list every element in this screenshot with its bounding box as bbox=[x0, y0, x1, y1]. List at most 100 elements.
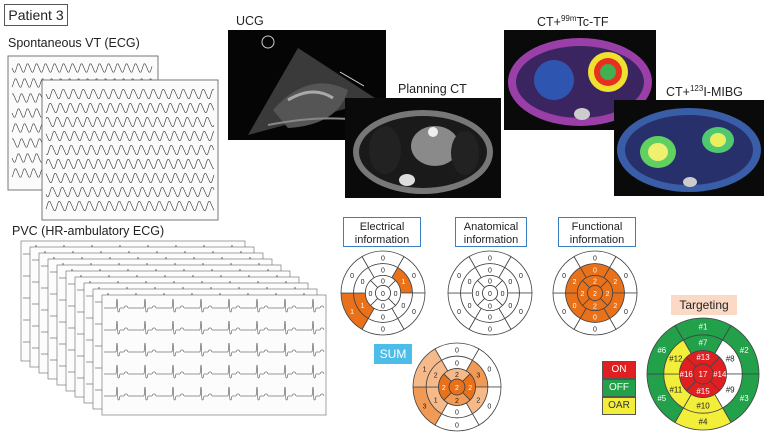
functional-segment-label: 0 bbox=[624, 309, 628, 316]
spontaneous-vt-label: Spontaneous VT (ECG) bbox=[8, 36, 140, 50]
sum-segment-label: 2 bbox=[434, 373, 438, 380]
electrical-info-line1: Electrical bbox=[359, 221, 405, 233]
functional-segment-label: 2 bbox=[606, 291, 610, 298]
electrical-segment-label: 0 bbox=[368, 291, 372, 298]
anatomical-segment-label: 0 bbox=[457, 309, 461, 316]
sum-segment-label: 3 bbox=[476, 373, 480, 380]
electrical-segment-label: 0 bbox=[412, 273, 416, 280]
ucg-label: UCG bbox=[236, 14, 264, 28]
targeting-segment-label: #12 bbox=[669, 354, 683, 363]
sum-segment-label: 0 bbox=[455, 348, 459, 355]
sum-segment-label: 0 bbox=[455, 410, 459, 417]
sum-segment-label: 0 bbox=[487, 404, 491, 411]
sum-segment-label: 0 bbox=[455, 360, 459, 367]
electrical-segment-label: 0 bbox=[381, 255, 385, 262]
sum-segment-label: 2 bbox=[442, 385, 446, 392]
functional-info-line1: Functional bbox=[571, 221, 623, 233]
targeting-segment-label: #15 bbox=[696, 387, 710, 396]
patient-label: Patient 3 bbox=[4, 4, 68, 26]
targeting-segment-label: #3 bbox=[740, 394, 749, 403]
sum-segment-label: 2 bbox=[476, 397, 480, 404]
functional-segment-label: 0 bbox=[593, 255, 597, 262]
anatomical-segment-label: 0 bbox=[488, 315, 492, 322]
electrical-segment-label: 0 bbox=[381, 327, 385, 334]
targeting-segment-label: #14 bbox=[713, 370, 727, 379]
anatomical-segment-label: 0 bbox=[508, 279, 512, 286]
sum-segment-label: 2 bbox=[468, 385, 472, 392]
sum-apex bbox=[448, 378, 466, 396]
sum-segment-label: 2 bbox=[455, 372, 459, 379]
legend-off: OFF bbox=[602, 379, 636, 397]
electrical-segment-label: 0 bbox=[381, 278, 385, 285]
anatomical-segment-label: 0 bbox=[488, 267, 492, 274]
sum-segment-label: 0 bbox=[455, 422, 459, 429]
sum-segment-label: 1 bbox=[434, 397, 438, 404]
functional-segment-label: 0 bbox=[562, 273, 566, 280]
anatomical-segment-label: 0 bbox=[488, 278, 492, 285]
functional-info-box: Functional information bbox=[558, 217, 636, 247]
sum-segment-label: 2 bbox=[455, 398, 459, 405]
functional-apex-label: 2 bbox=[593, 291, 597, 298]
electrical-segment-label: 1 bbox=[361, 303, 365, 310]
planning-ct-image bbox=[345, 98, 501, 198]
planning-ct-label: Planning CT bbox=[398, 82, 467, 96]
targeting-segment-label: #6 bbox=[657, 346, 666, 355]
functional-segment-label: 0 bbox=[593, 327, 597, 334]
targeting-segment-label: #8 bbox=[726, 354, 735, 363]
anatomical-info-line1: Anatomical bbox=[463, 221, 519, 233]
anatomical-segment-label: 0 bbox=[508, 303, 512, 310]
functional-segment-label: 2 bbox=[593, 278, 597, 285]
functional-segment-label: 2 bbox=[593, 304, 597, 311]
targeting-segment-label: #4 bbox=[699, 418, 708, 427]
anatomical-segment-label: 0 bbox=[501, 291, 505, 298]
ct-tc-image bbox=[504, 30, 656, 130]
sum-segment-label: 3 bbox=[423, 404, 427, 411]
functional-segment-label: 0 bbox=[593, 267, 597, 274]
targeting-label: Targeting bbox=[671, 295, 737, 315]
functional-segment-label: 0 bbox=[562, 309, 566, 316]
electrical-segment-label: 0 bbox=[381, 267, 385, 274]
targeting-segment-label: #7 bbox=[699, 339, 708, 348]
sum-segment-label: 0 bbox=[487, 366, 491, 373]
sum-label: SUM bbox=[374, 344, 412, 364]
functional-apex bbox=[587, 285, 603, 301]
functional-info-line2: information bbox=[569, 234, 625, 246]
targeting-apex bbox=[692, 363, 714, 385]
spontaneous-vt-ecg bbox=[7, 55, 219, 221]
electrical-info-line2: information bbox=[354, 234, 410, 246]
targeting-segment-label: #13 bbox=[696, 353, 710, 362]
functional-segment-label: 0 bbox=[573, 303, 577, 310]
functional-segment-label: 2 bbox=[573, 279, 577, 286]
targeting-segment-label: #1 bbox=[699, 322, 708, 331]
pvc-ecg-stack bbox=[20, 240, 327, 416]
electrical-segment-label: 0 bbox=[381, 304, 385, 311]
functional-segment-label: 0 bbox=[624, 273, 628, 280]
targeting-segment-label: #10 bbox=[696, 401, 710, 410]
electrical-segment-label: 1 bbox=[350, 309, 354, 316]
ct-i-image bbox=[614, 100, 764, 196]
electrical-segment-label: 0 bbox=[350, 273, 354, 280]
anatomical-segment-label: 0 bbox=[519, 273, 523, 280]
targeting-segment-label: #2 bbox=[740, 346, 749, 355]
anatomical-segment-label: 0 bbox=[468, 279, 472, 286]
anatomical-info-box: Anatomical information bbox=[455, 217, 527, 247]
anatomical-segment-label: 0 bbox=[457, 273, 461, 280]
pvc-label: PVC (HR-ambulatory ECG) bbox=[12, 224, 165, 238]
electrical-segment-label: 1 bbox=[401, 279, 405, 286]
targeting-apex-label: 17 bbox=[699, 370, 708, 379]
anatomical-segment-label: 0 bbox=[488, 255, 492, 262]
ct-i-label: CT+123I-MIBG bbox=[666, 84, 743, 100]
electrical-apex-label: 0 bbox=[381, 291, 385, 298]
anatomical-segment-label: 0 bbox=[488, 304, 492, 311]
targeting-segment-label: #9 bbox=[726, 386, 735, 395]
functional-segment-label: 2 bbox=[613, 303, 617, 310]
legend-on: ON bbox=[602, 361, 636, 379]
anatomical-segment-label: 0 bbox=[468, 303, 472, 310]
targeting-segment-label: #5 bbox=[657, 394, 666, 403]
sum-apex-label: 2 bbox=[455, 385, 459, 392]
